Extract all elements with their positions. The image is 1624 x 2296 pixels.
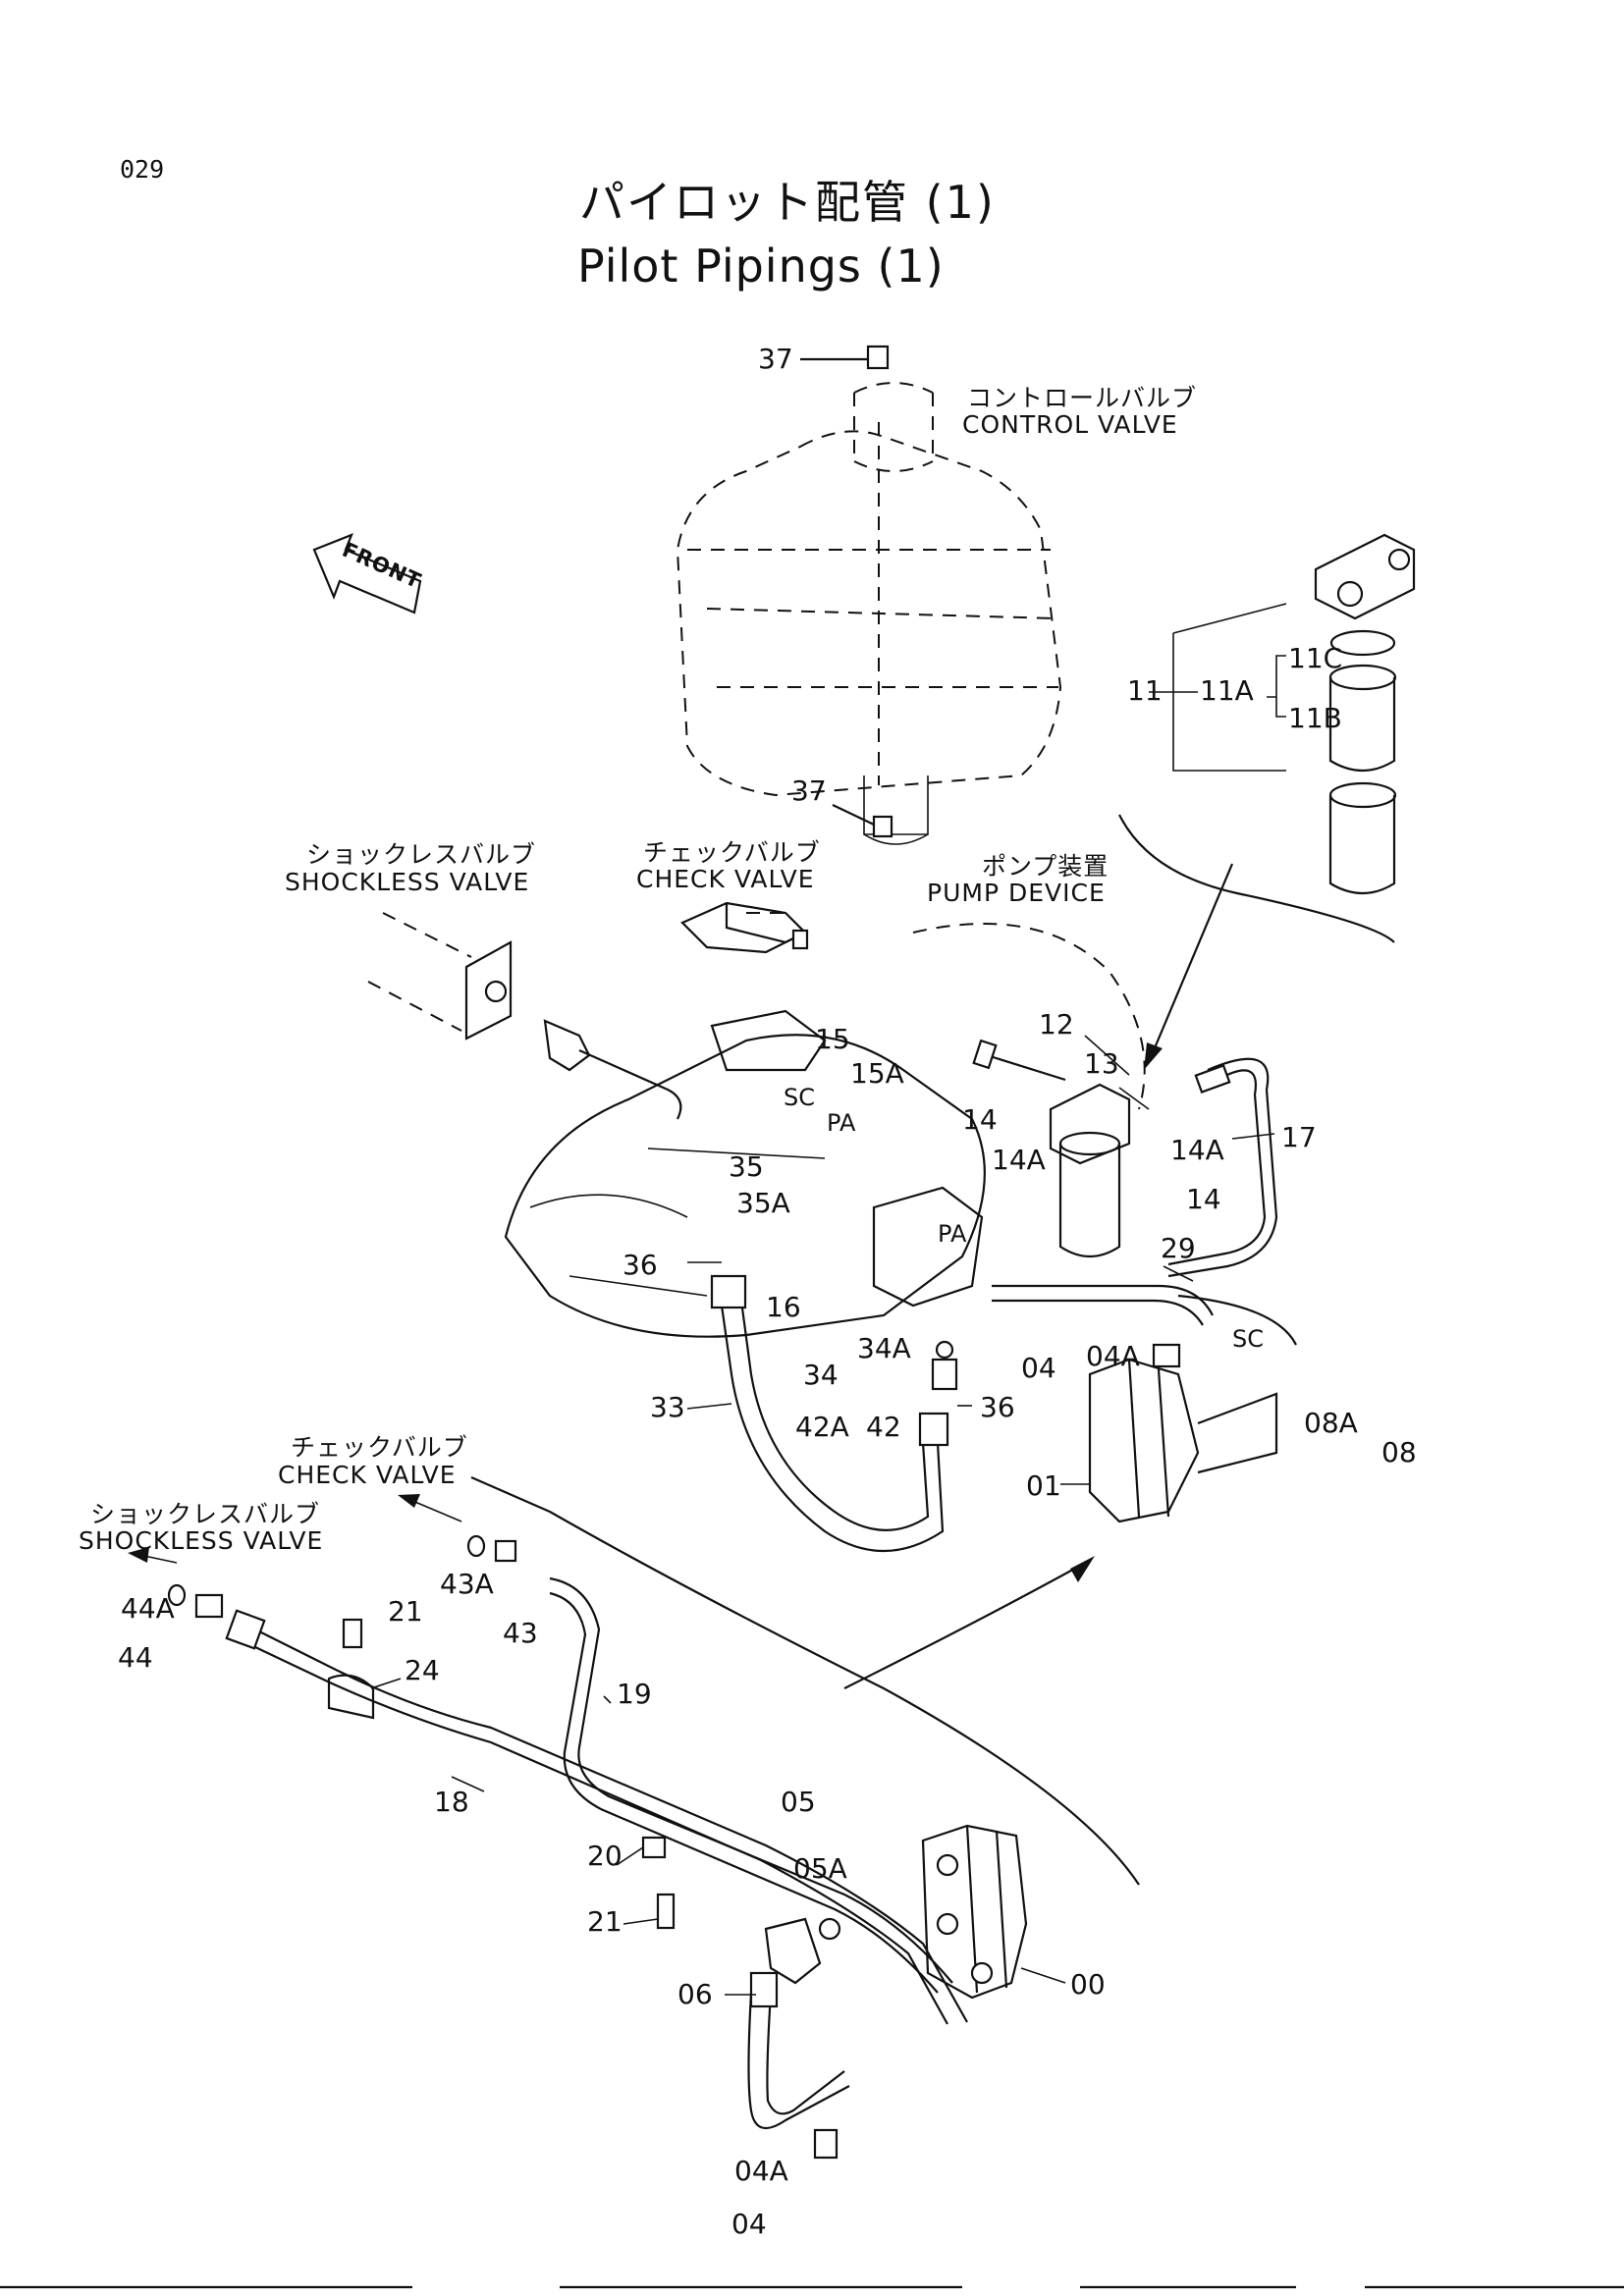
fitting-34 [931, 1340, 958, 1391]
part-42A: 42A [795, 1411, 849, 1443]
title-japanese: パイロット配管 (1) [579, 176, 996, 229]
label-pa-2: PA [938, 1220, 967, 1248]
fitting-04-lower [813, 2128, 839, 2160]
shockless-valve-lower-en: SHOCKLESS VALVE [79, 1526, 324, 1555]
hose-33 [710, 1274, 949, 1553]
hose-17 [1167, 1057, 1278, 1278]
check-valve-upper-jp: チェックバルブ [643, 838, 821, 867]
part-33: 33 [650, 1391, 685, 1423]
pilot-tubes-center [992, 1284, 1297, 1346]
pipe-18 [225, 1609, 968, 2025]
pilot-valve-01 [1088, 1343, 1278, 1523]
part-05A: 05A [793, 1852, 847, 1885]
pilot-valve-00 [921, 1824, 1028, 2000]
part-36-left: 36 [623, 1249, 658, 1281]
part-36-right: 36 [980, 1391, 1015, 1423]
nut-37-bottom [832, 804, 893, 838]
part-08: 08 [1381, 1436, 1417, 1468]
part-19: 19 [617, 1678, 652, 1710]
check-valve-lower-jp: チェックバルブ [291, 1433, 468, 1462]
part-20: 20 [587, 1840, 623, 1872]
part-34: 34 [803, 1359, 839, 1391]
pump-device-en: PUMP DEVICE [927, 879, 1106, 907]
leader-lines [370, 1035, 1275, 1996]
callout-curve-upper [1118, 814, 1395, 1070]
part-11B: 11B [1288, 702, 1342, 734]
part-44A: 44A [121, 1592, 175, 1625]
part-37-top: 37 [758, 343, 793, 375]
part-04-upper: 04 [1021, 1352, 1056, 1384]
fitting-43 [466, 1534, 517, 1563]
part-04-lower: 04 [731, 2208, 767, 2240]
part-13: 13 [1084, 1047, 1119, 1080]
elbow-05 [764, 1917, 841, 1985]
part-21-lower: 21 [587, 1905, 623, 1938]
part-18: 18 [434, 1786, 469, 1818]
pipe-19 [549, 1576, 953, 1994]
shockless-valve-upper [367, 912, 682, 1120]
clamp-20 [641, 1836, 667, 1859]
filter-assembly [1149, 533, 1416, 894]
pump-body [504, 912, 1146, 1338]
title-english: Pilot Pipings (1) [577, 240, 945, 293]
part-05: 05 [781, 1786, 816, 1818]
bolt-37-top [800, 345, 890, 370]
check-valve-lower-en: CHECK VALVE [278, 1461, 457, 1489]
part-16: 16 [766, 1291, 801, 1323]
part-06: 06 [677, 1978, 713, 2010]
label-sc-2: SC [1232, 1325, 1264, 1353]
part-11: 11 [1127, 674, 1163, 707]
part-24: 24 [405, 1654, 440, 1686]
label-pa-1: PA [827, 1109, 856, 1137]
part-04A-upper: 04A [1086, 1340, 1140, 1372]
part-37-bottom: 37 [791, 774, 827, 807]
label-sc-1: SC [784, 1084, 815, 1111]
control-valve-en: CONTROL VALVE [962, 410, 1178, 439]
part-21-upper: 21 [388, 1595, 423, 1628]
part-11A: 11A [1200, 674, 1254, 707]
part-34A: 34A [857, 1332, 911, 1364]
part-04A-lower: 04A [734, 2155, 788, 2187]
control-valve-outline [676, 382, 1062, 845]
part-01: 01 [1026, 1469, 1061, 1502]
bolt-12 [972, 1039, 1066, 1082]
part-17: 17 [1281, 1121, 1317, 1153]
part-12: 12 [1039, 1008, 1074, 1041]
bolt-21-lower [656, 1893, 676, 1930]
part-14A-left: 14A [992, 1144, 1046, 1176]
callout-curve-lower [128, 1475, 1140, 1886]
part-14-right: 14 [1186, 1183, 1221, 1215]
shockless-valve-upper-en: SHOCKLESS VALVE [285, 868, 530, 896]
part-14A-right: 14A [1170, 1134, 1224, 1166]
part-43: 43 [503, 1617, 538, 1649]
part-29: 29 [1161, 1232, 1196, 1264]
part-35A: 35A [736, 1187, 790, 1219]
control-valve-jp: コントロールバルブ [967, 384, 1198, 412]
part-11C: 11C [1288, 642, 1343, 674]
front-arrow [312, 533, 422, 614]
part-42: 42 [866, 1411, 901, 1443]
page-number: 029 [120, 155, 165, 184]
bolt-21-upper [342, 1618, 363, 1649]
part-43A: 43A [440, 1568, 494, 1600]
check-valve-upper [680, 901, 809, 954]
shockless-valve-lower-jp: ショックレスバルブ [90, 1500, 321, 1528]
pump-device-jp: ポンプ装置 [982, 852, 1110, 881]
line-filter-body [1049, 1083, 1131, 1257]
part-35: 35 [729, 1150, 764, 1183]
part-08A: 08A [1304, 1407, 1358, 1439]
part-15A: 15A [850, 1057, 904, 1090]
clamp-24 [327, 1674, 375, 1720]
part-14-left: 14 [962, 1103, 998, 1136]
part-44: 44 [118, 1641, 153, 1674]
check-valve-upper-en: CHECK VALVE [636, 865, 815, 893]
fitting-44 [167, 1583, 224, 1619]
hose-06 [747, 1971, 850, 2130]
part-00: 00 [1070, 1968, 1106, 2001]
shockless-valve-upper-jp: ショックレスバルブ [306, 840, 537, 869]
part-15: 15 [815, 1023, 850, 1055]
